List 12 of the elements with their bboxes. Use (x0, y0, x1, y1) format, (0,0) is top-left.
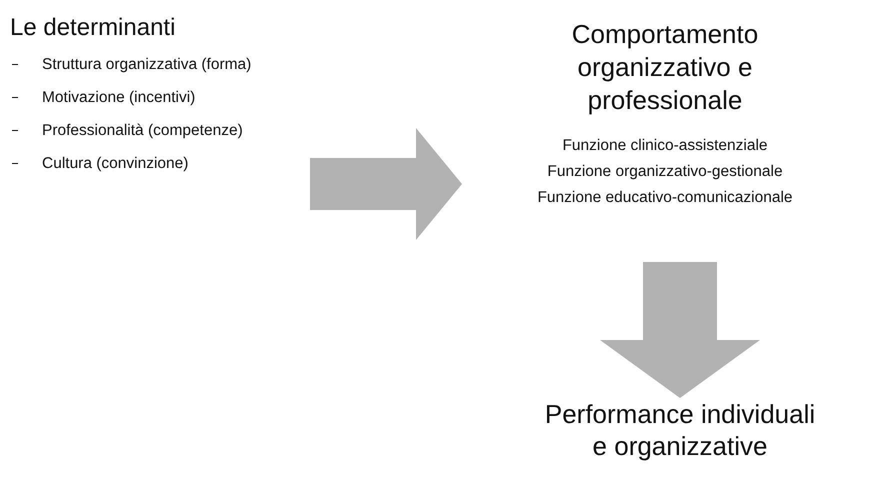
function-text: Funzione educativo-comunicazionale (536, 188, 794, 208)
list-item: Motivazione (incentivi) (42, 88, 196, 108)
block-arrow (310, 128, 462, 240)
block-arrow (600, 262, 760, 398)
function-text: Funzione clinico-assistenziale (561, 136, 769, 156)
list-item: Cultura (convinzione) (42, 154, 190, 174)
heading: Comportamento organizzativo e professionale (570, 18, 760, 117)
list-item: Struttura organizzativa (forma) (42, 55, 252, 75)
heading: Performance individuali e organizzative (544, 398, 816, 462)
heading: Le determinanti (10, 14, 176, 42)
list-item: Professionalità (competenze) (42, 121, 244, 141)
function-text: Funzione organizzativo-gestionale (546, 162, 784, 182)
